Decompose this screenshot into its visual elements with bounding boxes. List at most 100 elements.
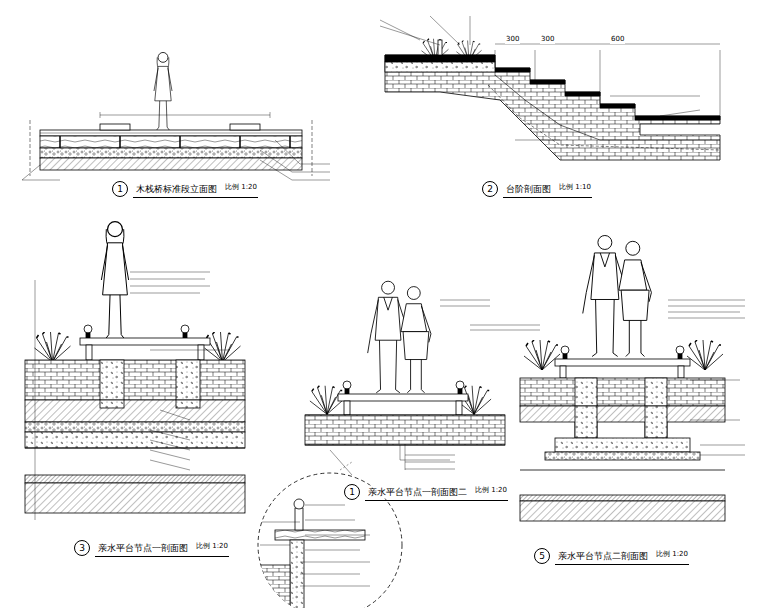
line-work [181,325,189,338]
step-section [380,16,720,160]
line-work [86,345,92,360]
scale-note: 比例 1:10 [558,184,592,192]
line-work [488,85,720,150]
line-work [515,140,560,141]
section-title: 亲水平台节点二剖面图 [557,550,649,563]
line-work [385,62,495,72]
line-work [40,158,302,170]
line-work [25,483,245,513]
line-work [583,235,652,356]
line-work [545,452,700,460]
line-work [40,148,302,158]
line-work [561,346,569,359]
section-title-callout: 3亲水平台节点一剖面图 [74,540,90,556]
line-work [260,522,300,545]
line-work [422,39,449,62]
line-work [25,360,245,400]
line-work [495,75,720,140]
line-work [100,400,124,408]
line-work [645,378,667,438]
line-work [260,499,365,608]
section-title-callout: 5亲水平台节点二剖面图 [534,548,550,564]
line-work [25,432,245,448]
line-work [344,401,350,415]
line-work [495,44,720,45]
line-work [260,565,290,608]
platform-section-one [25,222,245,520]
title-underline [133,197,258,198]
line-work [520,495,725,501]
line-work [520,378,725,406]
line-work [40,136,302,148]
section-title-callout: 1木栈桥标准段立面图 [112,181,128,197]
line-work [130,272,230,470]
title-underline [503,197,592,198]
line-work [100,112,270,118]
line-work [40,133,302,134]
line-work [25,448,245,449]
line-work [495,50,720,116]
scale-note: 比例 1:20 [224,184,258,192]
line-work [101,222,128,340]
title-underline [555,564,689,565]
line-work [25,400,245,422]
line-work [520,501,725,521]
callout-number: 1 [117,185,123,194]
line-work [176,360,200,408]
line-work [305,415,505,445]
line-work [575,378,597,438]
line-work [25,422,245,432]
line-work [456,41,481,62]
detail-callout [258,462,402,608]
section-title: 台阶剖面图 [505,183,552,196]
line-work [456,381,464,394]
line-work [438,40,442,55]
line-work [668,300,745,455]
title-underline [365,500,508,501]
line-work [30,120,312,176]
line-work [330,445,450,475]
line-work [555,438,690,452]
line-work [456,401,462,415]
line-work [100,360,124,408]
title-underline [95,556,229,557]
line-work [440,300,540,330]
callout-number: 1 [349,488,355,497]
line-work [575,406,597,438]
line-work [176,400,200,408]
line-work [35,280,36,520]
line-work [343,381,351,394]
line-work [22,165,60,180]
callout-number: 3 [79,544,85,553]
line-work [610,96,700,116]
line-work [380,16,470,45]
platform-section-two [305,281,540,475]
line-work [35,332,71,362]
line-work [385,55,495,62]
line-work [260,140,330,180]
line-work [295,508,303,530]
dimension: 300 [540,36,555,44]
line-work [300,505,370,586]
scale-note: 比例 1:20 [474,487,508,495]
boardwalk-elevation [22,52,330,180]
line-work [100,124,130,130]
callout-number: 2 [487,185,493,194]
line-work [80,338,210,345]
dimension: 600 [610,36,625,44]
line-work [40,130,302,136]
section-title: 亲水平台节点一剖面图二 [367,486,468,499]
line-work [340,462,352,470]
line-work [338,394,468,401]
line-work [495,68,720,120]
line-work [25,475,245,483]
line-work [645,406,667,438]
line-work [60,136,290,148]
line-work [524,340,560,370]
dimension: 300 [505,36,520,44]
line-work [84,325,92,338]
section-title-callout: 2台阶剖面图 [482,181,498,197]
line-work [230,124,260,130]
line-work [520,470,725,471]
